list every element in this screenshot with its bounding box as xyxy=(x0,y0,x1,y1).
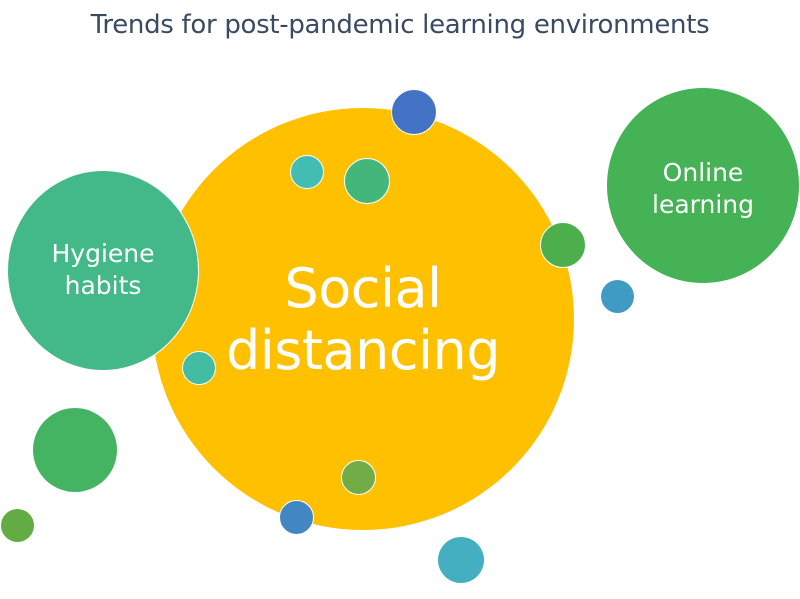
hygiene-habits-line1: Hygiene xyxy=(51,239,155,268)
decor-bubble-blue-bottom xyxy=(279,500,314,535)
decor-bubble-olive-bottom xyxy=(341,460,376,495)
decor-bubble-green-lower-left xyxy=(33,408,117,492)
hygiene-habits-circle xyxy=(7,170,199,371)
online-learning-line1: Online xyxy=(662,158,744,187)
diagram-title: Trends for post-pandemic learning enviro… xyxy=(90,10,710,40)
decor-bubble-green-right xyxy=(540,222,586,268)
social-distancing-label: Social distancing xyxy=(180,250,546,390)
decor-bubble-teal-top xyxy=(290,155,324,189)
decor-bubble-green-small-left xyxy=(1,509,34,542)
decor-bubble-green-top xyxy=(344,158,390,204)
hygiene-habits-line2: habits xyxy=(64,271,142,300)
decor-bubble-teal-left xyxy=(182,351,216,385)
decor-bubble-steelblue-right xyxy=(601,280,634,313)
social-distancing-line2: distancing xyxy=(225,319,501,382)
decor-bubble-teal-bottom xyxy=(438,537,484,583)
online-learning-label: Online learning xyxy=(610,154,796,224)
online-learning-line2: learning xyxy=(652,190,754,219)
online-learning-circle xyxy=(607,88,799,283)
social-distancing-line1: Social xyxy=(284,256,442,320)
decor-bubble-blue-top xyxy=(391,89,437,135)
hygiene-habits-label: Hygiene habits xyxy=(10,235,196,305)
